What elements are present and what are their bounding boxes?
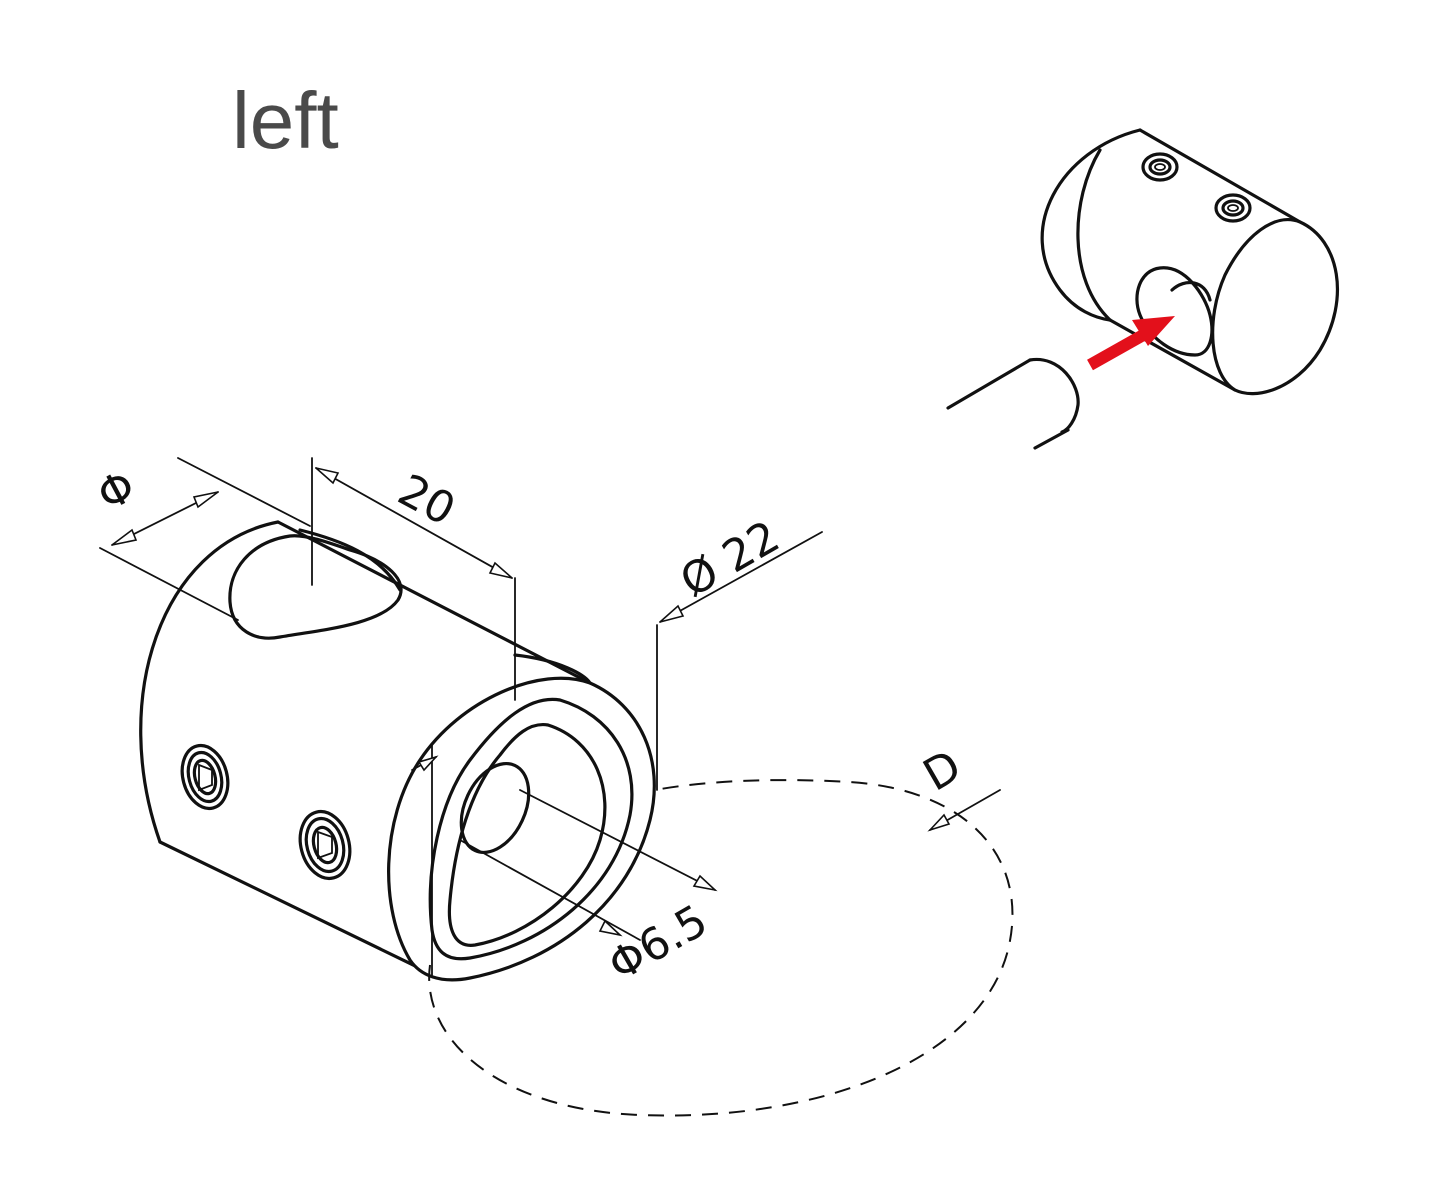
- small-cross-hole-inner: [1170, 281, 1212, 302]
- front-face-recess: [447, 723, 607, 947]
- hex-socket-screw-icon: [298, 809, 352, 881]
- tube-section-dashed: [428, 779, 1014, 1117]
- insert-direction-arrow-icon: [1087, 316, 1175, 371]
- main-top-edge: [276, 520, 592, 685]
- top-cross-hole-edge: [298, 528, 402, 592]
- small-bottom-edge: [1108, 318, 1237, 392]
- dimension-outer-diameter: Ø 22: [656, 511, 823, 791]
- small-front-face: [1211, 218, 1340, 396]
- dim-hole-diameter-label: Φ6.5: [600, 895, 716, 991]
- assembly-view: [946, 128, 1340, 450]
- dim-depth-label: D: [915, 740, 970, 801]
- hex-socket-screw-icon: [1141, 152, 1179, 182]
- main-connector: [139, 520, 656, 982]
- main-back-end: [139, 520, 280, 844]
- dimension-length: 20: [311, 457, 516, 701]
- small-top-edge: [1138, 128, 1302, 224]
- small-back-end: [1040, 128, 1142, 322]
- small-back-rim: [1076, 148, 1112, 322]
- main-bottom-edge: [158, 840, 442, 980]
- dim-length-label: 20: [390, 465, 463, 536]
- dim-phi-label: Φ: [89, 460, 144, 521]
- center-hole: [459, 761, 531, 855]
- top-cross-hole: [228, 534, 403, 640]
- hex-socket-screw-icon: [180, 743, 230, 811]
- dim-outer-diameter-label: Ø 22: [672, 511, 788, 607]
- view-title: left: [232, 76, 339, 165]
- small-cross-hole: [1135, 266, 1214, 357]
- front-rim-step: [513, 653, 592, 685]
- hex-socket-screw-icon: [1214, 193, 1252, 223]
- tube-end: [1028, 357, 1080, 434]
- tube-top-edge: [946, 358, 1032, 410]
- front-face-rim: [428, 697, 634, 961]
